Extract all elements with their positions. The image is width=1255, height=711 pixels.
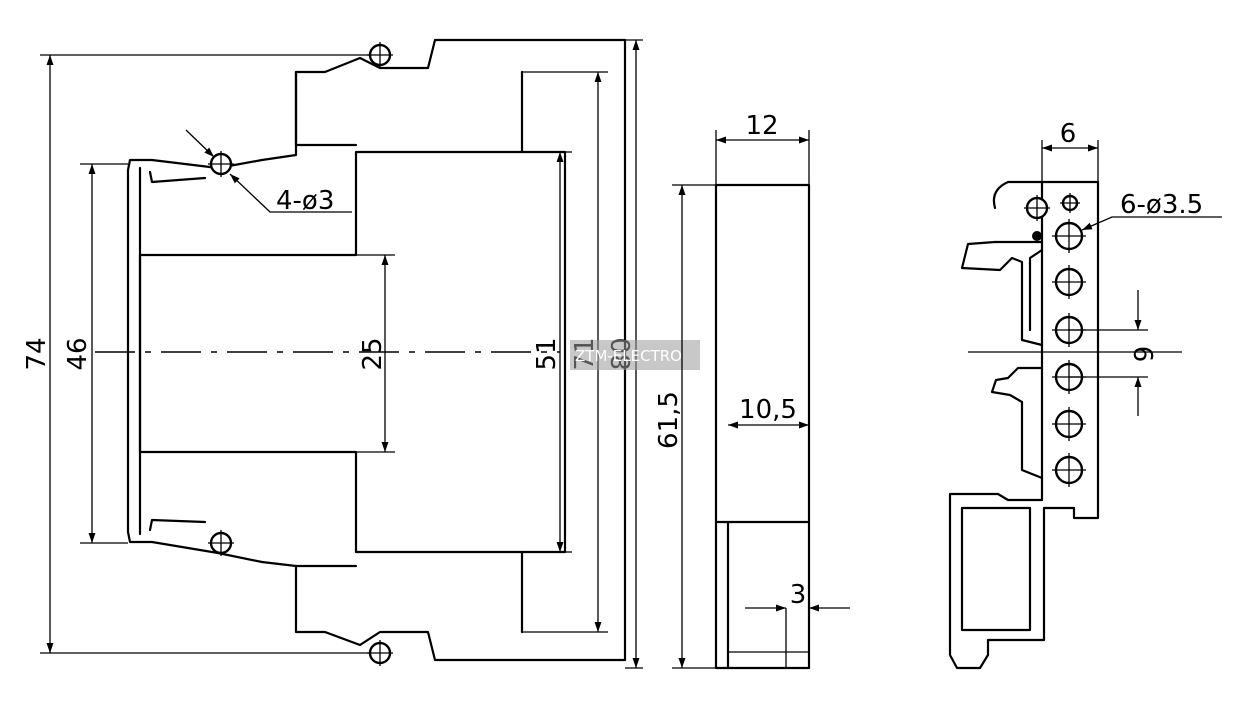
hole-callout-6x3-5: 6-ø3.5 — [1120, 190, 1203, 220]
dim-12: 12 — [745, 111, 778, 141]
dim-25: 25 — [358, 337, 388, 370]
rail-plate-outline — [948, 180, 1100, 670]
dim-46: 46 — [63, 337, 93, 370]
rail-view: 6 6-ø3.5 6 — [948, 119, 1222, 670]
dim-3: 3 — [790, 580, 807, 610]
dim-10-5: 10,5 — [739, 395, 797, 425]
front-view: 4-ø3 74 46 25 51 71 80 — [22, 38, 643, 669]
dim-74: 74 — [22, 337, 52, 370]
mounting-hole — [1024, 195, 1050, 221]
side-body — [714, 183, 811, 670]
svg-text:ZTM-ELECTRO: ZTM-ELECTRO — [575, 347, 682, 365]
mounting-hole — [208, 151, 234, 177]
dim-51: 51 — [532, 337, 562, 370]
terminal-hole — [1052, 453, 1086, 487]
mounting-hole — [1060, 193, 1080, 213]
side-view: 12 61,5 10,5 3 — [654, 111, 850, 670]
terminal-hole — [1052, 407, 1086, 441]
mounting-hole — [208, 530, 234, 556]
mounting-hole — [367, 640, 393, 666]
hole-callout-4x3: 4-ø3 — [276, 186, 334, 216]
front-body-outline — [126, 38, 627, 662]
watermark: ZTM-ELECTRO — [570, 340, 700, 370]
dim-6-width: 6 — [1060, 119, 1077, 149]
front-upper-step — [294, 70, 358, 147]
dim-61-5: 61,5 — [654, 391, 684, 449]
dim-6-pitch: 6 — [1127, 346, 1157, 363]
terminal-hole — [1052, 219, 1086, 253]
terminal-hole — [1052, 265, 1086, 299]
